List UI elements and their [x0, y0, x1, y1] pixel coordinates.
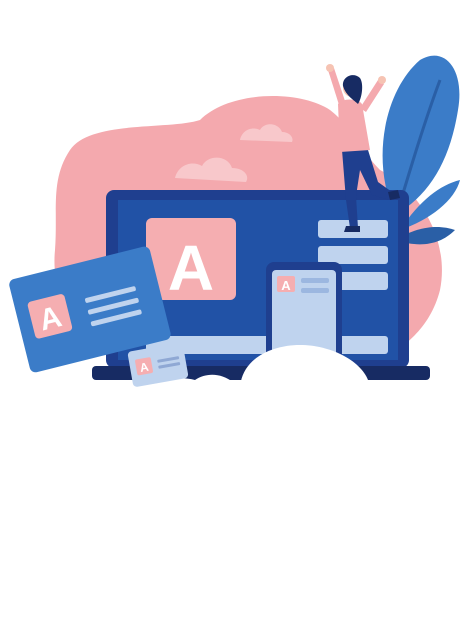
- laptop-logo-letter: A: [168, 232, 214, 304]
- laptop-logo-tile: [146, 218, 236, 300]
- cloud-icon: [175, 124, 293, 182]
- woman-cheering-icon: [326, 64, 400, 232]
- smartphone-icon: A: [266, 262, 342, 370]
- small-card-logo-letter: A: [139, 360, 150, 375]
- phone-logo-letter: A: [281, 278, 291, 293]
- id-card-icon: A: [9, 246, 171, 373]
- small-card-icon: A: [127, 342, 189, 387]
